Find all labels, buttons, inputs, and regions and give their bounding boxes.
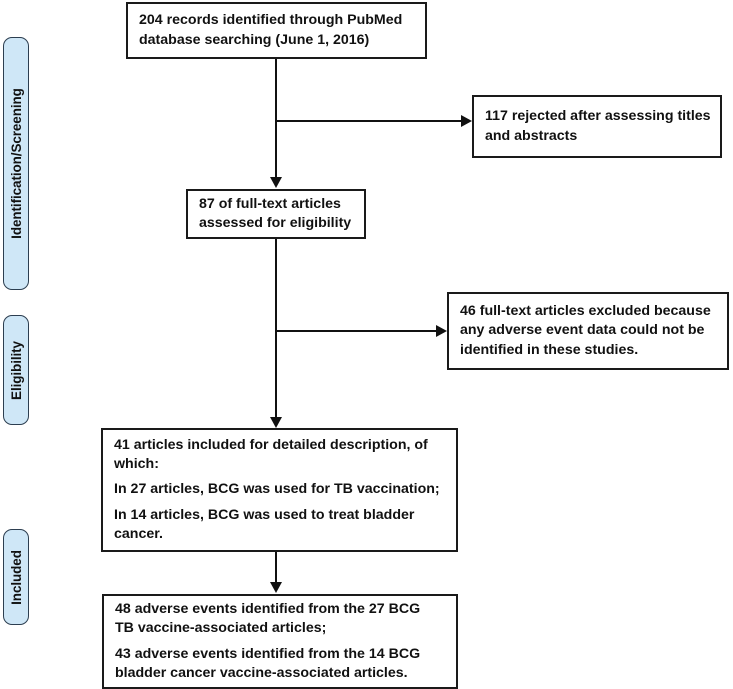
- stage-label-text: Identification/Screening: [8, 88, 24, 239]
- connector-records-to-rejected-arrowhead: [461, 115, 472, 127]
- box-line: In 27 articles, BCG was used for TB vacc…: [114, 481, 440, 498]
- box-line: which:: [114, 456, 159, 473]
- box-line: 46 full-text articles excluded because: [460, 303, 711, 320]
- box-line: database searching (June 1, 2016): [139, 31, 370, 48]
- box-fulltext-assessed: 87 of full-text articles assessed for el…: [186, 189, 366, 239]
- box-records-identified: 204 records identified through PubMed da…: [126, 2, 427, 59]
- box-adverse-events: 48 adverse events identified from the 27…: [102, 594, 458, 689]
- connector-fulltext-to-included-arrowhead: [270, 417, 282, 428]
- stage-label-included: Included: [3, 529, 29, 625]
- box-line: 41 articles included for detailed descri…: [114, 437, 428, 454]
- box-line: identified in these studies.: [460, 341, 639, 358]
- box-line: cancer.: [114, 525, 163, 542]
- connector-fulltext-to-included-line: [275, 239, 277, 418]
- connector-included-to-adverse-line: [275, 552, 277, 583]
- stage-label-text: Included: [8, 549, 24, 605]
- stage-label-text: Eligibility: [8, 340, 24, 400]
- box-records-rejected: 117 rejected after assessing titles and …: [472, 95, 722, 158]
- box-line: 48 adverse events identified from the 27…: [115, 601, 421, 618]
- stage-label-eligibility: Eligibility: [3, 315, 29, 425]
- box-articles-included: 41 articles included for detailed descri…: [101, 428, 458, 552]
- box-line: TB vaccine-associated articles;: [115, 620, 327, 637]
- box-line: 117 rejected after assessing titles: [485, 108, 711, 125]
- connector-fulltext-to-excluded-arrowhead: [436, 325, 447, 337]
- connector-fulltext-to-excluded-line: [275, 330, 437, 332]
- connector-records-to-fulltext-line: [275, 59, 277, 178]
- box-line: 87 of full-text articles: [199, 195, 341, 212]
- box-fulltext-excluded: 46 full-text articles excluded because a…: [447, 292, 729, 370]
- box-line: and abstracts: [485, 127, 578, 144]
- box-line: assessed for eligibility: [199, 215, 352, 231]
- box-line: 204 records identified through PubMed: [139, 12, 403, 29]
- connector-records-to-fulltext-arrowhead: [270, 177, 282, 188]
- box-line: bladder cancer vaccine-associated articl…: [115, 664, 408, 681]
- box-line: any adverse event data could not be: [460, 322, 705, 339]
- stage-label-identification-screening: Identification/Screening: [3, 37, 29, 290]
- connector-records-to-rejected-line: [275, 120, 462, 122]
- box-line: 43 adverse events identified from the 14…: [115, 645, 421, 662]
- connector-included-to-adverse-arrowhead: [270, 582, 282, 593]
- box-line: In 14 articles, BCG was used to treat bl…: [114, 506, 415, 523]
